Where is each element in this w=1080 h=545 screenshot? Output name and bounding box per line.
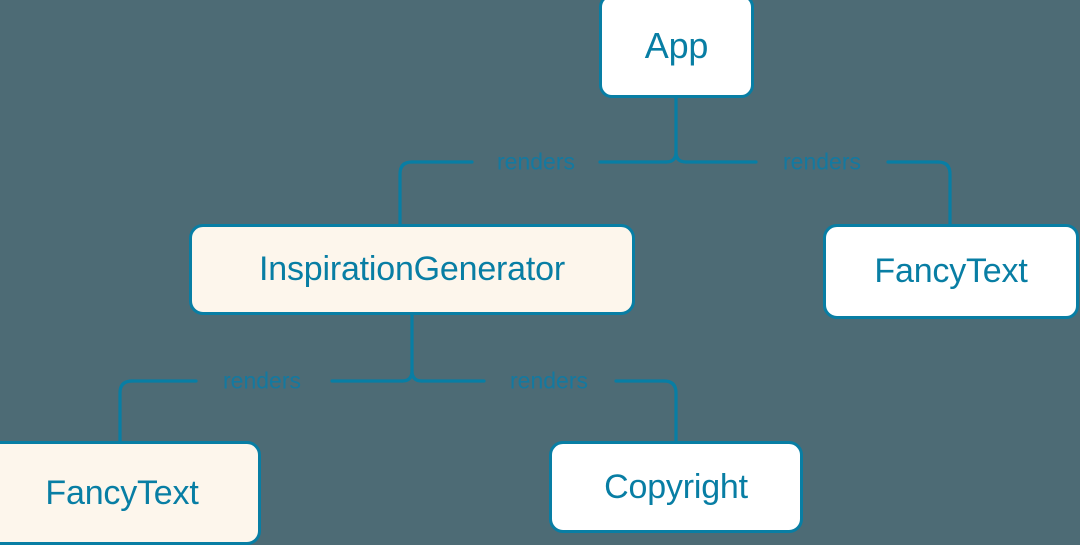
node-inspiration-generator-label: InspirationGenerator	[259, 250, 565, 288]
node-fancy-text-bottom-left[interactable]: FancyText	[0, 441, 261, 545]
edge-label-app-to-fancy-text: renders	[783, 148, 861, 175]
node-fancy-text-right[interactable]: FancyText	[823, 224, 1079, 319]
node-fancy-text-right-label: FancyText	[874, 252, 1028, 290]
node-app[interactable]: App	[599, 0, 754, 98]
node-copyright-label: Copyright	[604, 467, 748, 506]
edge-app-trunk	[664, 95, 678, 164]
edge-inspgen-trunk	[400, 313, 414, 383]
edge-app-trunk-right	[674, 150, 688, 164]
edge-ig-copyright-elbow	[662, 379, 678, 444]
edge-label-app-to-inspiration-generator: renders	[497, 148, 575, 175]
node-fancy-text-bottom-left-label: FancyText	[45, 473, 199, 512]
edge-app-inspgen-elbow	[398, 160, 414, 226]
edge-ig-fancy-elbow	[118, 379, 134, 444]
edge-app-fancy-elbow	[936, 160, 952, 226]
edge-label-inspiration-generator-to-fancy-text: renders	[223, 367, 301, 394]
node-inspiration-generator[interactable]: InspirationGenerator	[189, 224, 635, 315]
edge-inspgen-trunk-right	[410, 369, 424, 383]
node-app-label: App	[644, 25, 709, 66]
node-copyright[interactable]: Copyright	[549, 441, 803, 533]
edge-label-inspiration-generator-to-copyright: renders	[510, 367, 588, 394]
